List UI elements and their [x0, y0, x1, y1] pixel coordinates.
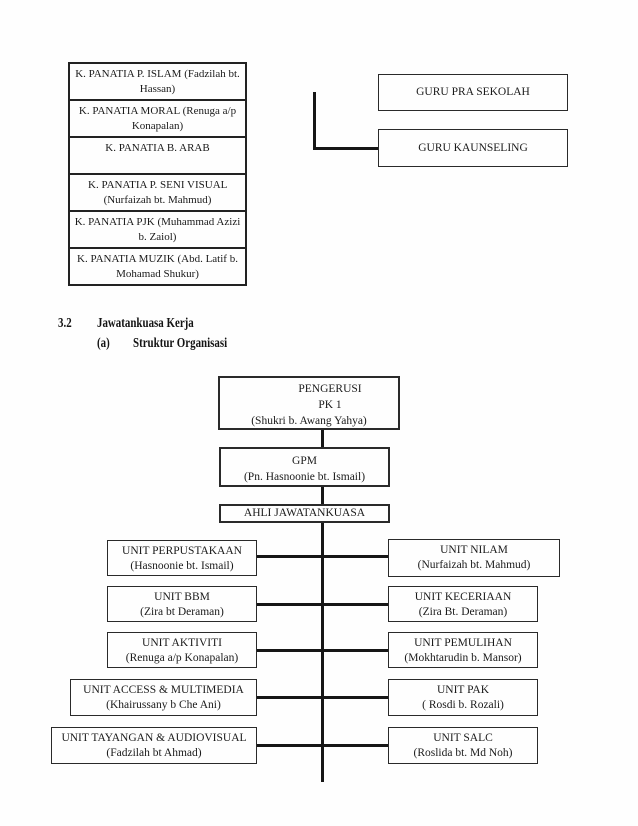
- row-title: K. PANATIA P. ISLAM: [75, 68, 182, 80]
- unit-title: UNIT KECERIAAN: [414, 591, 512, 603]
- subsection-label: (a): [97, 336, 110, 351]
- section-number: 3.2: [58, 316, 72, 331]
- pengerusi-name: (Shukri b. Awang Yahya): [251, 415, 367, 427]
- unit-name: (Khairussany b Che Ani): [106, 699, 221, 711]
- panatia-stack-table: K. PANATIA P. ISLAM (Fadzilah bt. Hassan…: [68, 62, 247, 286]
- spine-segment-bottom: [321, 523, 324, 782]
- unit-name: ( Rosdi b. Rozali): [422, 699, 504, 711]
- connector-row-3: [257, 649, 388, 652]
- unit-pemulihan-box: UNIT PEMULIHAN (Mokhtarudin b. Mansor): [388, 632, 538, 668]
- guru-pra-sekolah-box: GURU PRA SEKOLAH: [378, 74, 568, 111]
- unit-title: UNIT SALC: [433, 732, 493, 744]
- subsection-title: Struktur Organisasi: [133, 336, 228, 351]
- unit-name: (Mokhtarudin b. Mansor): [404, 652, 522, 664]
- guru-kaunseling-box: GURU KAUNSELING: [378, 129, 568, 167]
- stack-row-b-arab: K. PANATIA B. ARAB: [70, 138, 245, 175]
- stack-row-pjk: K. PANATIA PJK (Muhammad Azizi b. Zaiol): [70, 212, 245, 249]
- unit-title: UNIT PEMULIHAN: [414, 637, 512, 649]
- stack-row-muzik: K. PANATIA MUZIK (Abd. Latif b. Mohamad …: [70, 249, 245, 284]
- unit-pak-box: UNIT PAK ( Rosdi b. Rozali): [388, 679, 538, 716]
- unit-aktiviti-box: UNIT AKTIVITI (Renuga a/p Konapalan): [107, 632, 257, 668]
- gpm-title: GPM: [292, 455, 317, 467]
- unit-salc-box: UNIT SALC (Roslida bt. Md Noh): [388, 727, 538, 764]
- unit-access-multimedia-box: UNIT ACCESS & MULTIMEDIA (Khairussany b …: [70, 679, 257, 716]
- spine-segment-mid: [321, 487, 324, 504]
- row-name: (Renuga a/p Konapalan): [131, 105, 237, 132]
- stack-row-p-islam: K. PANATIA P. ISLAM (Fadzilah bt. Hassan…: [70, 64, 245, 101]
- row-title: K. PANATIA MUZIK: [77, 253, 175, 265]
- row-title: K. PANATIA PJK: [74, 216, 155, 228]
- pengerusi-title: PENGERUSI: [298, 383, 362, 395]
- unit-title: UNIT ACCESS & MULTIMEDIA: [83, 684, 244, 696]
- pengerusi-box: PENGERUSI PK 1 (Shukri b. Awang Yahya): [218, 376, 400, 430]
- connector-row-2: [257, 603, 388, 606]
- row-name: (Nurfaizah bt. Mahmud): [103, 193, 212, 206]
- unit-tayangan-audiovisual-box: UNIT TAYANGAN & AUDIOVISUAL (Fadzilah bt…: [51, 727, 257, 764]
- unit-perpustakaan-box: UNIT PERPUSTAKAAN (Hasnoonie bt. Ismail): [107, 540, 257, 576]
- unit-title: UNIT AKTIVITI: [142, 637, 222, 649]
- connector-row-4: [257, 696, 388, 699]
- section-title: Jawatankuasa Kerja: [97, 316, 194, 331]
- unit-name: (Zira Bt. Deraman): [418, 606, 508, 618]
- stack-row-moral: K. PANATIA MORAL (Renuga a/p Konapalan): [70, 101, 245, 138]
- row-title: K. PANATIA B. ARAB: [105, 142, 210, 154]
- unit-title: UNIT PAK: [436, 684, 490, 696]
- unit-name: (Roslida bt. Md Noh): [413, 747, 513, 759]
- unit-title: UNIT TAYANGAN & AUDIOVISUAL: [61, 732, 247, 744]
- unit-title: UNIT PERPUSTAKAAN: [122, 545, 242, 557]
- ahli-jawatankuasa-box: AHLI JAWATANKUASA: [219, 504, 390, 523]
- gpm-box: GPM (Pn. Hasnoonie bt. Ismail): [219, 447, 390, 487]
- box-title: GURU KAUNSELING: [418, 141, 528, 154]
- row-name: (Abd. Latif b. Mohamad Shukur): [116, 253, 238, 280]
- ahli-title: AHLI JAWATANKUASA: [243, 507, 366, 519]
- stack-row-seni-visual: K. PANATIA P. SENI VISUAL (Nurfaizah bt.…: [70, 175, 245, 212]
- elbow-vertical-line: [313, 92, 316, 150]
- unit-keceriaan-box: UNIT KECERIAAN (Zira Bt. Deraman): [388, 586, 538, 622]
- unit-name: (Nurfaizah bt. Mahmud): [417, 559, 531, 571]
- unit-name: (Renuga a/p Konapalan): [125, 652, 239, 664]
- unit-bbm-box: UNIT BBM (Zira bt Deraman): [107, 586, 257, 622]
- gpm-name: (Pn. Hasnoonie bt. Ismail): [243, 471, 366, 483]
- box-title: GURU PRA SEKOLAH: [416, 86, 530, 98]
- row-title: K. PANATIA P. SENI VISUAL: [88, 179, 227, 191]
- connector-row-5: [257, 744, 388, 747]
- row-title: K. PANATIA MORAL: [78, 105, 180, 117]
- unit-name: (Zira bt Deraman): [140, 606, 224, 618]
- unit-title: UNIT BBM: [154, 591, 210, 603]
- unit-nilam-box: UNIT NILAM (Nurfaizah bt. Mahmud): [388, 539, 560, 577]
- row-name: (Muhammad Azizi b. Zaiol): [138, 216, 241, 243]
- pengerusi-subtitle: PK 1: [318, 399, 342, 411]
- spine-segment-top: [321, 430, 324, 447]
- unit-name: (Hasnoonie bt. Ismail): [130, 560, 234, 572]
- unit-name: (Fadzilah bt Ahmad): [106, 747, 202, 759]
- elbow-horizontal-line: [313, 147, 379, 150]
- unit-title: UNIT NILAM: [440, 544, 508, 556]
- row-name: (Fadzilah bt. Hassan): [139, 68, 240, 95]
- connector-row-1: [257, 555, 388, 558]
